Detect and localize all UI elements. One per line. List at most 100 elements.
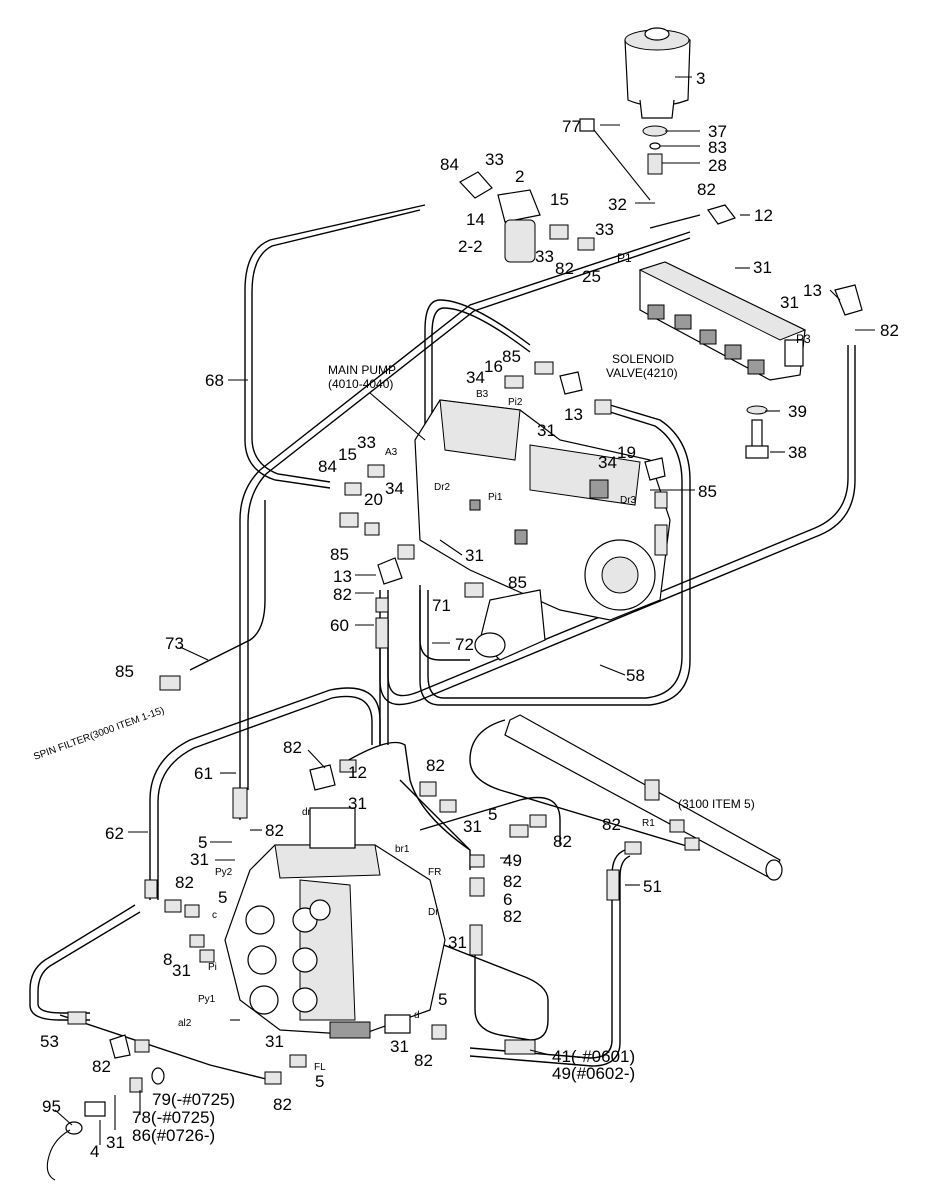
label-78: 78(-#0725) <box>132 1108 215 1127</box>
hose-top-loop <box>424 299 531 470</box>
callout-12-a: 12 <box>754 206 773 225</box>
leader-lines <box>54 76 875 1145</box>
callout-FR: FR <box>428 867 441 878</box>
callout-82-k: 82 <box>503 872 522 891</box>
callout-85-a: 85 <box>502 347 521 366</box>
callout-31-b: 31 <box>780 293 799 312</box>
callout-A3: A3 <box>385 447 398 458</box>
callout-31-c: 31 <box>537 421 556 440</box>
hose-right-loop-b <box>427 411 683 699</box>
hose-58 <box>379 345 856 706</box>
elbow-14 <box>459 171 493 199</box>
label-41: 41(-#0601) <box>552 1047 635 1066</box>
callout-73: 73 <box>165 634 184 653</box>
hose-bottom <box>59 1014 271 1081</box>
fitting-25 <box>577 237 595 251</box>
solenoid-valve-block <box>638 261 807 381</box>
callout-82-e: 82 <box>283 738 302 757</box>
callout-dr: dr <box>302 807 312 818</box>
callout-13-a: 13 <box>803 281 822 300</box>
callout-31-j: 31 <box>463 817 482 836</box>
callout-82-d: 82 <box>333 585 352 604</box>
hose-68-b <box>251 209 421 483</box>
main-pump-label-2: (4010-4040) <box>328 377 393 391</box>
callout-82-n: 82 <box>602 815 621 834</box>
label-49: 49(#0602-) <box>552 1064 635 1083</box>
callout-51: 51 <box>643 877 662 896</box>
hose-53 <box>29 904 136 1021</box>
callout-Py1: Py1 <box>198 994 216 1005</box>
callout-31-f: 31 <box>190 850 209 869</box>
callout-82-o: 82 <box>553 832 572 851</box>
label-79: 79(-#0725) <box>152 1090 235 1109</box>
item-3100-label: (3100 ITEM 5) <box>678 797 755 811</box>
line-filter-2 <box>497 189 541 263</box>
hose-72 <box>419 585 470 661</box>
callout-31-l: 31 <box>390 1037 409 1056</box>
callout-31-h: 31 <box>265 1032 284 1051</box>
hose-62-b <box>157 695 373 900</box>
callout-Dr: Dr <box>428 907 439 918</box>
hose-62 <box>149 687 381 900</box>
main-pump-label-1: MAIN PUMP <box>328 363 396 377</box>
callout-72: 72 <box>455 635 474 654</box>
main-pump <box>414 399 671 661</box>
callout-82-h: 82 <box>92 1057 111 1076</box>
callout-60: 60 <box>330 616 349 635</box>
callout-53: 53 <box>40 1032 59 1051</box>
callout-FL: FL <box>314 1062 326 1073</box>
callout-15-a: 15 <box>550 190 569 209</box>
callout-84: 84 <box>440 155 459 174</box>
main-control-valve <box>224 807 446 1039</box>
callout-84-b: 84 <box>318 457 337 476</box>
callout-82-f: 82 <box>265 821 284 840</box>
callout-82-l: 82 <box>503 907 522 926</box>
callout-19: 19 <box>617 443 636 462</box>
callout-2-2: 2-2 <box>458 237 483 256</box>
callout-33: 33 <box>485 150 504 169</box>
callout-5-e: 5 <box>488 805 497 824</box>
callout-c: c <box>212 910 217 921</box>
hose-top-loop-b <box>431 307 531 470</box>
callout-58: 58 <box>626 666 645 685</box>
hose-right-loop <box>419 404 691 706</box>
callout-68: 68 <box>205 371 224 390</box>
callout-B3: B3 <box>476 389 489 400</box>
callout-Py2: Py2 <box>215 867 233 878</box>
hose-41 <box>379 919 549 1041</box>
callout-62: 62 <box>105 824 124 843</box>
callout-5-c: 5 <box>315 1072 324 1091</box>
hose-to-12 <box>339 741 471 851</box>
callout-4: 4 <box>90 1142 99 1161</box>
hose-to-solenoid-b <box>247 237 691 790</box>
washer-37 <box>642 125 668 137</box>
callout-33-b: 33 <box>595 220 614 239</box>
callout-37: 37 <box>708 122 727 141</box>
fitting-15 <box>549 224 569 240</box>
callout-77: 77 <box>562 117 581 136</box>
hose-solenoid-pump <box>649 214 701 229</box>
callout-85-d: 85 <box>508 573 527 592</box>
callout-31-a: 31 <box>753 258 772 277</box>
callout-Dr3: Dr3 <box>620 495 637 506</box>
callout-34-a: 34 <box>466 368 485 387</box>
callout-34-c: 34 <box>385 479 404 498</box>
callout-15-b: 15 <box>338 445 357 464</box>
callout-32: 32 <box>608 195 627 214</box>
callout-28: 28 <box>708 156 727 175</box>
callout-5-d: 5 <box>438 990 447 1009</box>
callout-8: 8 <box>163 950 172 969</box>
hose-51 <box>469 849 626 1059</box>
washer-39 <box>746 405 768 415</box>
hose-68 <box>244 204 426 489</box>
hose-lines <box>29 204 856 1081</box>
callout-5-a: 5 <box>198 833 207 852</box>
callout-31-e: 31 <box>348 794 367 813</box>
hose-58-b <box>387 345 849 697</box>
adapter-28 <box>647 153 663 175</box>
callout-49: 49 <box>503 851 522 870</box>
callout-16: 16 <box>484 357 503 376</box>
callout-Dr2: Dr2 <box>434 482 451 493</box>
solenoid-label-2: VALVE(4210) <box>606 366 678 380</box>
